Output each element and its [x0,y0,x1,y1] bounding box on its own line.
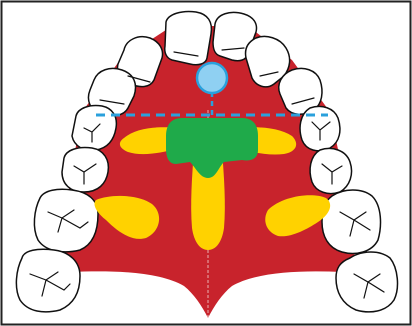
left-first-premolar [300,106,340,150]
blue-circle-marker [197,63,227,93]
right-second-premolar [62,147,108,192]
right-central-incisor [165,11,212,64]
left-first-molar [322,190,380,254]
right-first-premolar [72,105,116,150]
